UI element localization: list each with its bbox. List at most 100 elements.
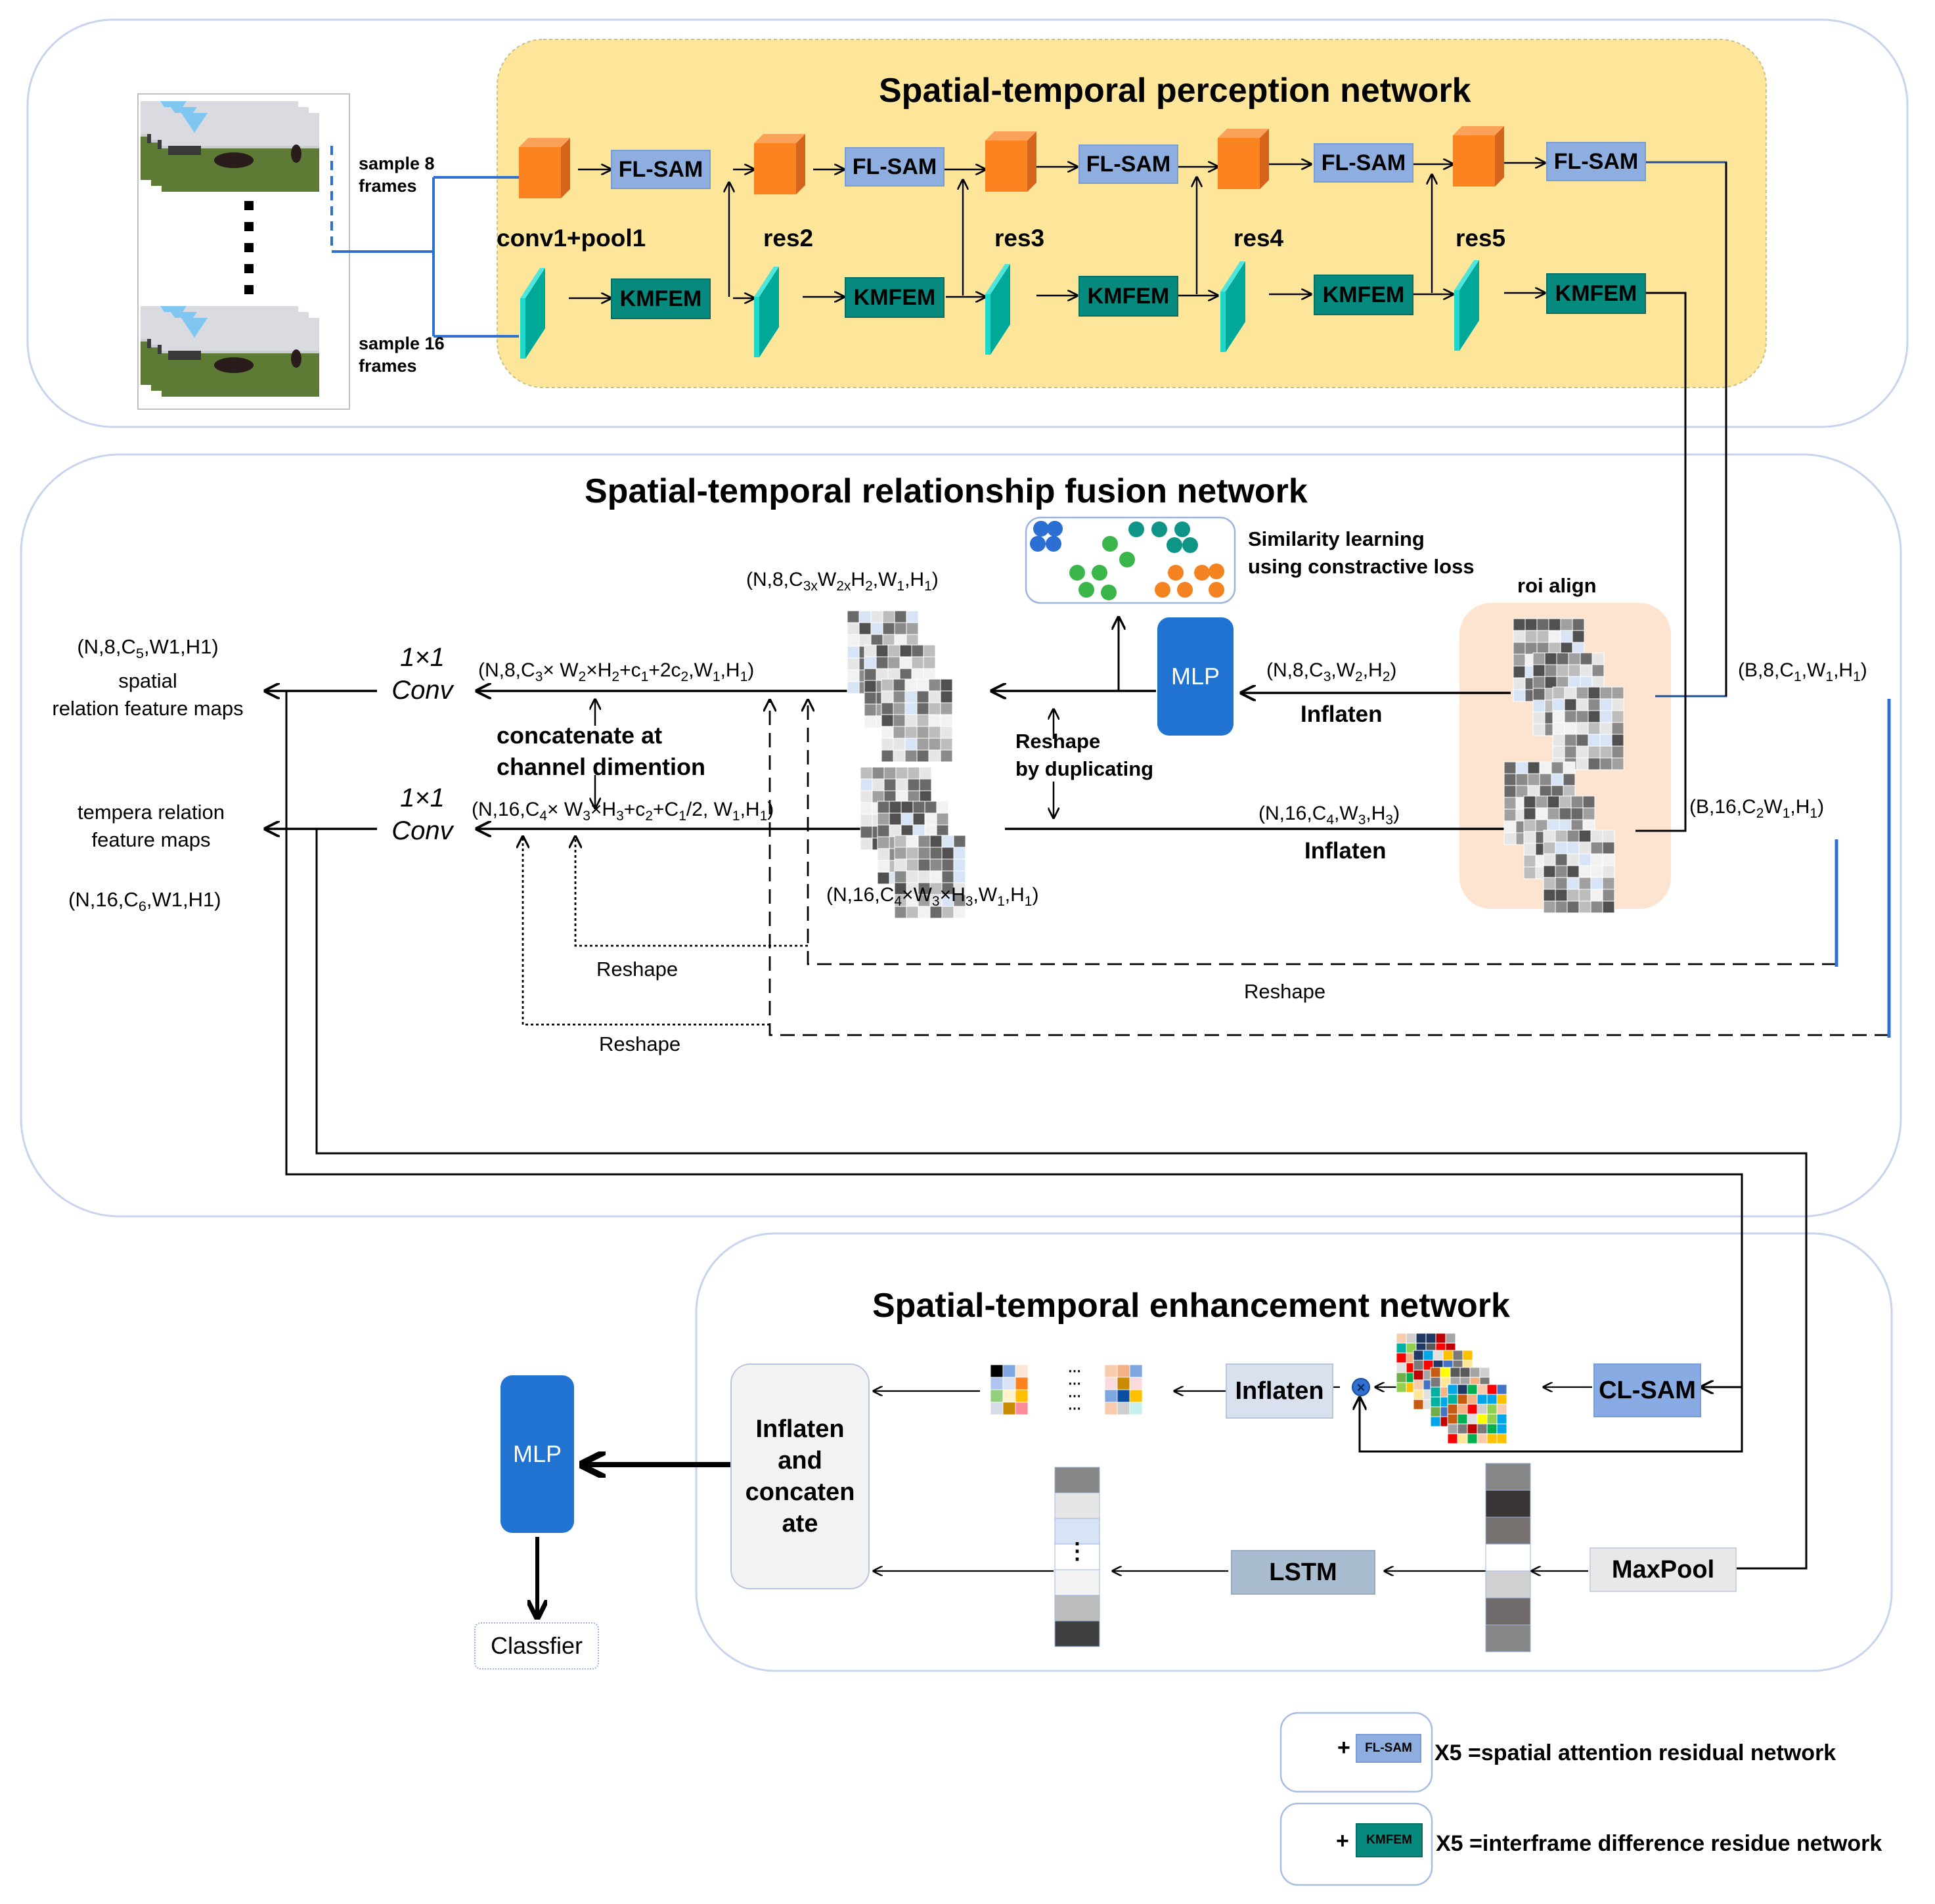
row-ellipsis: ⋯: [1068, 1389, 1081, 1404]
clsam-attention-map-layer-4: [1447, 1384, 1507, 1444]
feature-map-grids: ⋯⋯⋯⋯: [847, 610, 1624, 1444]
stage-label-res5: res5: [1456, 225, 1506, 252]
fl-sam-block-3[interactable]: FL-SAM: [1079, 144, 1178, 184]
fusion-title: Spatial-temporal relationship fusion net…: [585, 472, 1308, 510]
fl-sam-block-2[interactable]: FL-SAM: [845, 147, 945, 187]
lstm-block[interactable]: LSTM: [1231, 1550, 1375, 1595]
cluster-dot: [1182, 537, 1198, 553]
multiply-node-icon: [1352, 1378, 1370, 1396]
reshape-duplicating-label: Reshape by duplicating: [1015, 728, 1153, 783]
concat-line1: concatenate at: [497, 722, 663, 749]
cluster-dot: [1128, 521, 1144, 537]
head-mlp-block[interactable]: MLP: [500, 1375, 574, 1533]
kmfem-block-1[interactable]: KMFEM: [611, 278, 711, 319]
concat-block-line1: Inflaten: [755, 1415, 845, 1443]
legend-text-interframe: X5 =interframe difference residue networ…: [1436, 1831, 1882, 1856]
fusion-arrows: [265, 617, 1517, 829]
perception-output-lines: [1635, 161, 1727, 832]
residual-blocks: [519, 126, 1504, 1884]
kmfem-block-3[interactable]: KMFEM: [1079, 276, 1178, 317]
cl-sam-block[interactable]: CL-SAM: [1593, 1363, 1701, 1417]
fusion-mlp-block[interactable]: MLP: [1157, 617, 1234, 736]
concat-line2: channel dimention: [497, 753, 706, 780]
stage-label-res3: res3: [994, 225, 1045, 252]
fl-sam-block-5[interactable]: FL-SAM: [1546, 142, 1646, 181]
row-ellipsis: ⋯: [1068, 1364, 1081, 1379]
row-ellipsis: ⋯: [1068, 1377, 1081, 1391]
roi-feature-map-8-layer-3: [1552, 686, 1624, 770]
conv-bottom-line1: 1×1: [400, 784, 445, 812]
reshape-label-2: Reshape: [1244, 980, 1326, 1003]
conv-top-label: 1×1 Conv: [386, 641, 458, 707]
feature-map-n8-flat-layer-3: [881, 678, 953, 763]
reshape-label-1: Reshape: [596, 958, 678, 981]
similarity-line2: using constractive loss: [1248, 555, 1475, 578]
input-frame-stacks: [141, 101, 319, 397]
cluster-dot: [1168, 565, 1184, 581]
enhancement-inflaten-block[interactable]: Inflaten: [1226, 1363, 1333, 1419]
fl-sam-block-4[interactable]: FL-SAM: [1314, 143, 1413, 183]
stage-label-res4: res4: [1234, 225, 1284, 252]
sample-16-label: sample 16 frames: [359, 332, 445, 377]
perception-arrows: [569, 163, 1545, 298]
classifier-block[interactable]: Classfier: [474, 1622, 599, 1670]
shape-n8-c3: (N,8,C3,W2,H2): [1266, 659, 1397, 684]
row-ellipsis: ⋯: [1068, 1402, 1081, 1416]
perception-title: Spatial-temporal perception network: [879, 72, 1471, 110]
sample-16-line2: frames: [359, 356, 417, 376]
concat-block-line4: ate: [782, 1510, 818, 1538]
orange-cube-2: [754, 134, 805, 194]
reshape-blue-bars: [1835, 699, 1891, 1038]
temporal-output-label: tempera relation feature maps: [26, 799, 276, 854]
fusion-section-frame: [20, 453, 1902, 1218]
inflaten-top-label: Inflaten: [1301, 701, 1383, 727]
cluster-dot: [1174, 521, 1190, 537]
out-temporal-shape: (N,16,C6,W1,H1): [68, 888, 221, 915]
inflaten-concatenate-block[interactable]: Inflaten and concaten ate: [730, 1363, 870, 1589]
kmfem-block-4[interactable]: KMFEM: [1314, 275, 1413, 315]
reshape-dashed-lines: [523, 700, 1889, 1036]
conv-bottom-label: 1×1 Conv: [386, 782, 458, 847]
concatenate-label: concatenate at channel dimention: [497, 720, 705, 783]
shape-b8: (B,8,C1,W1,H1): [1738, 659, 1867, 684]
shape-n8-concat: (N,8,C3× W2×H2+c1+2c2,W1,H1): [478, 659, 755, 684]
legend-plus-1: +: [1337, 1735, 1350, 1760]
similarity-learning-label: Similarity learning using constractive l…: [1248, 525, 1475, 581]
ellipsis-icon: [244, 201, 254, 294]
cluster-dot: [1079, 582, 1094, 598]
cyan-slab-4: [1220, 261, 1245, 352]
perception-network-panel: [497, 39, 1767, 388]
cluster-dot: [1069, 565, 1085, 581]
fl-sam-block-1[interactable]: FL-SAM: [611, 150, 711, 189]
kmfem-block-2[interactable]: KMFEM: [845, 277, 945, 318]
inflaten-bottom-label: Inflaten: [1304, 838, 1387, 864]
shape-n16-c4: (N,16,C4,W3,H3): [1258, 803, 1400, 828]
input-connectors: [330, 146, 519, 338]
cyan-slab-2: [754, 267, 779, 357]
reshape-label-3: Reshape: [599, 1032, 681, 1055]
cluster-dot: [1194, 565, 1210, 581]
legend-fl-sam-block: FL-SAM: [1356, 1734, 1421, 1763]
shape-n16-concat: (N,16,C4× W3×H3+c2+C1/2, W1,H1): [472, 799, 774, 824]
maxpool-output-vector: [1485, 1463, 1531, 1652]
sample-8-line2: frames: [359, 176, 417, 196]
orange-cube-1: [519, 138, 570, 198]
cluster-dot: [1155, 582, 1170, 598]
cyan-slab-1: [520, 268, 545, 359]
orange-cube-3: [985, 131, 1036, 192]
flattened-matrix: ⋯⋯⋯⋯: [990, 1364, 1143, 1416]
cluster-dot: [1102, 536, 1118, 552]
shape-n16-flat: (N,16,C4×W3×H3,W1,H1): [826, 884, 1039, 909]
svg-text:×: ×: [1357, 1379, 1366, 1396]
cluster-dot: [1209, 564, 1224, 579]
maxpool-block[interactable]: MaxPool: [1590, 1547, 1737, 1592]
similarity-clusters: [1030, 521, 1224, 600]
out-spatial-line2: relation feature maps: [52, 697, 244, 720]
cluster-dot: [1167, 537, 1182, 553]
out-spatial-shape: (N,8,C5,W1,H1): [77, 635, 219, 662]
cluster-dot: [1177, 582, 1193, 598]
legend-kmfem-block: KMFEM: [1356, 1823, 1423, 1857]
kmfem-block-5[interactable]: KMFEM: [1546, 273, 1646, 314]
out-spatial-line1: spatial: [118, 669, 177, 693]
